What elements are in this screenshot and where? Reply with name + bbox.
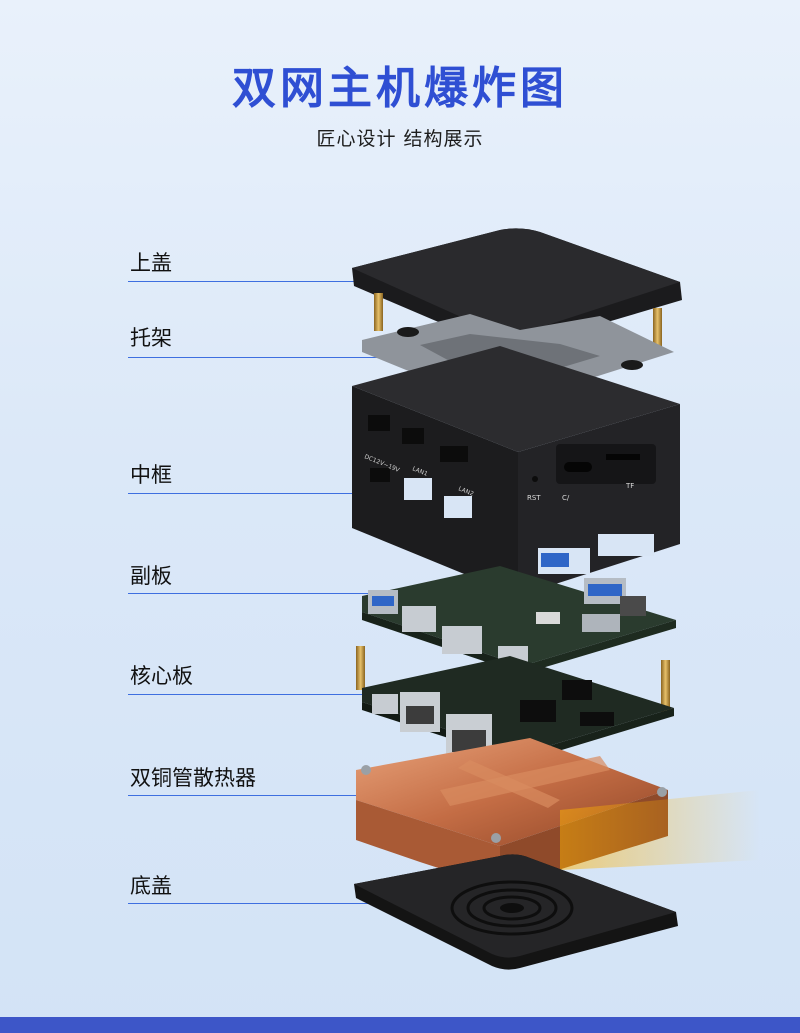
- page-subtitle: 匠心设计 结构展示: [316, 128, 484, 150]
- page-title: 双网主机爆炸图: [232, 63, 568, 114]
- heatsink: [356, 738, 760, 888]
- port-label-typec: C/: [562, 494, 570, 502]
- sub-board: [362, 566, 676, 674]
- label-sub-board: 副板: [130, 564, 172, 588]
- port-label-tf: TF: [625, 482, 634, 490]
- port-label-reset: RST: [527, 494, 541, 502]
- bottom-cover: [354, 854, 678, 970]
- label-heatsink: 双铜管散热器: [130, 766, 256, 790]
- label-top-cover: 上盖: [130, 251, 172, 275]
- label-core-board: 核心板: [130, 664, 193, 688]
- bottom-bar: [0, 1017, 800, 1033]
- label-middle-frame: 中框: [130, 463, 172, 487]
- label-bottom-cover: 底盖: [130, 874, 172, 898]
- label-bracket: 托架: [130, 326, 172, 350]
- middle-frame: DC12V~19V LAN1 LAN2 RST C/ TF: [352, 346, 680, 596]
